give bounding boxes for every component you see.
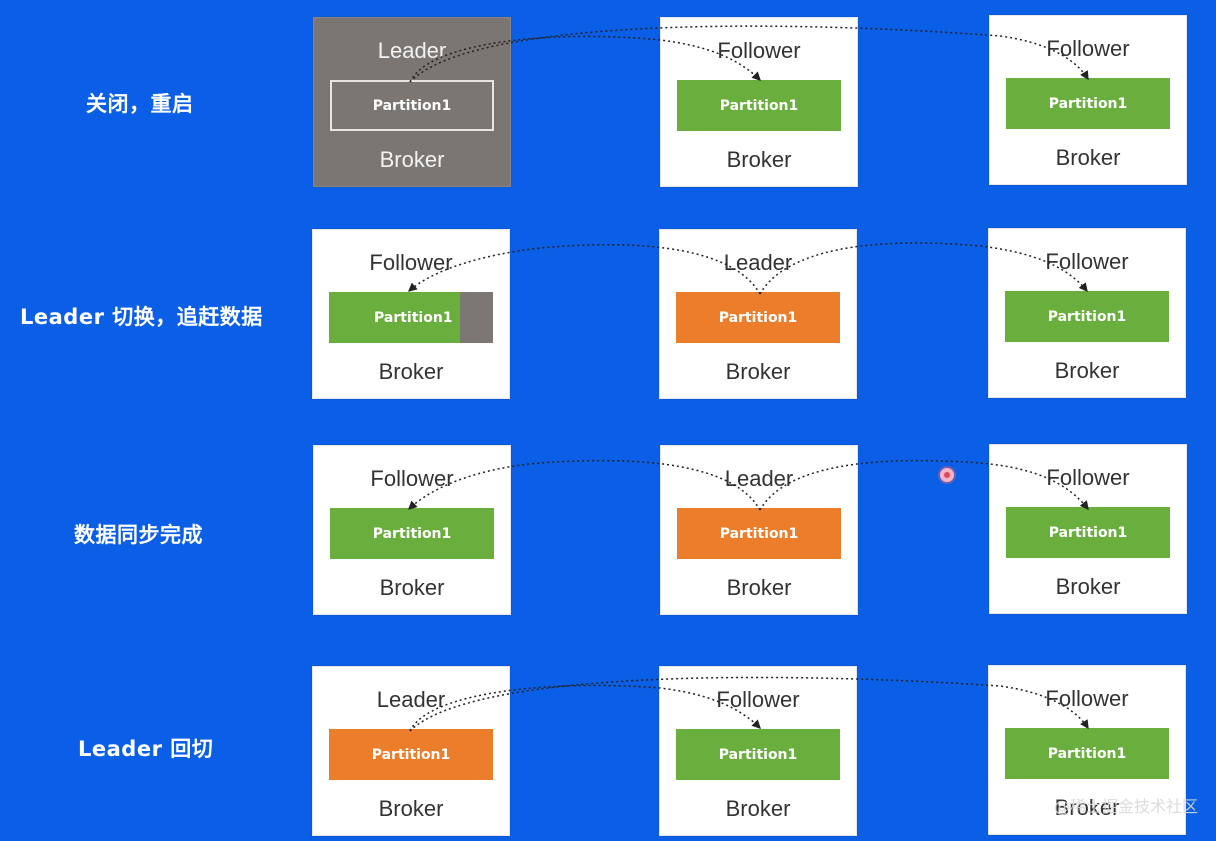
partition-block: Partition1 [1005, 291, 1169, 342]
broker-label: Broker [725, 796, 791, 821]
partition-block: Partition1 [330, 80, 494, 131]
broker-label: Broker [379, 575, 445, 600]
partition-block: Partition1 [677, 80, 841, 131]
watermark-text: @稀土掘金技术社区 [1053, 797, 1198, 816]
broker-label: Broker [1055, 145, 1121, 170]
broker-card: Leader Partition1 Broker [659, 229, 857, 399]
role-label: Follower [1046, 36, 1130, 61]
row-label-leader-switch: Leader 切换，追赶数据 [20, 305, 263, 329]
broker-label: Broker [1054, 795, 1120, 820]
broker-label: Broker [378, 796, 444, 821]
broker-label: Broker [726, 147, 792, 172]
row-label-leader-switch-back: Leader 回切 [78, 737, 214, 761]
partition-block: Partition1 [329, 729, 493, 780]
role-label: Follower [1045, 686, 1129, 711]
role-label: Leader [376, 687, 446, 712]
broker-card: Leader Partition1 Broker [312, 666, 510, 836]
broker-card: Leader Partition1 Broker [660, 445, 858, 615]
pointer-cursor-dot [940, 468, 954, 482]
broker-card: Follower Partition1 Broker [989, 15, 1187, 185]
role-label: Leader [377, 38, 447, 63]
broker-card: Follower Partition1 Broker [660, 17, 858, 187]
broker-card: Follower Partition1 Broker [659, 666, 857, 836]
partition-block: Partition1 [676, 729, 840, 780]
broker-card: Follower Partition1 Broker [989, 444, 1187, 614]
broker-card: Follower Partition1 Broker [988, 228, 1186, 398]
role-label: Leader [724, 466, 794, 491]
role-label: Leader [723, 250, 793, 275]
role-label: Follower [717, 38, 801, 63]
role-label: Follower [1046, 465, 1130, 490]
partition-block: Partition1 [330, 508, 494, 559]
role-label: Follower [716, 687, 800, 712]
broker-card: Follower Partition1 Broker [313, 445, 511, 615]
partition-block: Partition1 [1006, 78, 1170, 129]
broker-card: Follower Partition1 Broker [312, 229, 510, 399]
partition-block: Partition1 [676, 292, 840, 343]
role-label: Follower [369, 250, 453, 275]
partition-block: Partition1 [677, 508, 841, 559]
partition-block: Partition1 [1005, 728, 1169, 779]
broker-label: Broker [1054, 358, 1120, 383]
broker-label: Broker [378, 359, 444, 384]
partition-block: Partition1 [329, 292, 493, 343]
partition-block: Partition1 [1006, 507, 1170, 558]
broker-label: Broker [726, 575, 792, 600]
role-label: Follower [370, 466, 454, 491]
role-label: Follower [1045, 249, 1129, 274]
row-label-close-restart: 关闭，重启 [86, 92, 194, 116]
broker-card: Leader Partition1 Broker [313, 17, 511, 187]
row-label-sync-complete: 数据同步完成 [74, 523, 203, 547]
broker-label: Broker [725, 359, 791, 384]
broker-label: Broker [379, 147, 445, 172]
broker-label: Broker [1055, 574, 1121, 599]
